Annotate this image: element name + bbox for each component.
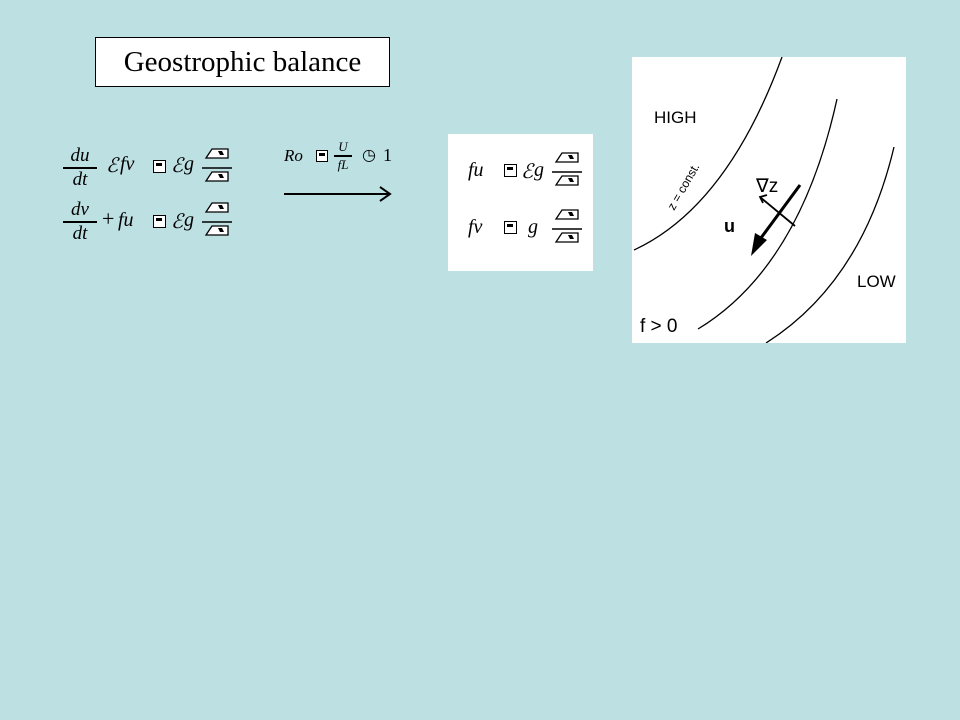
minus-glyph-icon: ℰ: [521, 161, 534, 183]
fl-denominator: fL: [337, 156, 349, 172]
fraction-bar: [334, 155, 352, 157]
fv-lhs: fv: [468, 216, 483, 238]
g-term: g: [184, 209, 194, 231]
velocity-label: u: [724, 216, 735, 236]
equals-glyph-icon: [153, 160, 166, 173]
g-rhs: g: [528, 216, 538, 238]
g-rhs: g: [534, 159, 544, 181]
plus-glyph-icon: +: [102, 206, 115, 231]
isobar-contour: [633, 56, 783, 251]
minus-glyph-icon: ℰ: [171, 211, 184, 233]
coriolis-label: f > 0: [640, 316, 678, 337]
dt-denominator: dt: [72, 168, 88, 190]
du-dt-fraction: du dt: [63, 146, 97, 190]
gradient-arrow: [759, 196, 796, 227]
rossby-value: 1: [383, 145, 392, 165]
geostrophic-flow-diagram: HIGH LOW f > 0 z = const. ∇z u: [632, 56, 906, 344]
dv-numerator: dv: [71, 199, 89, 220]
isobar-contour: [697, 98, 838, 330]
low-label: LOW: [857, 272, 896, 291]
fraction-bar: [63, 221, 97, 223]
u-numerator: U: [338, 139, 348, 154]
equals-glyph-icon: [316, 150, 328, 162]
momentum-equations: du dt ℰ fv ℰ g dv dt + fu ℰ g: [60, 140, 260, 250]
partial-fraction-icon: [202, 146, 234, 190]
u-over-fl-fraction: U fL: [334, 140, 352, 172]
gradient-label: ∇z: [755, 176, 778, 197]
minus-glyph-icon: ℰ: [171, 155, 184, 177]
partial-fraction-icon: [552, 150, 584, 194]
high-label: HIGH: [654, 108, 697, 127]
du-numerator: du: [70, 145, 90, 166]
fv-term: fv: [120, 153, 135, 175]
much-less-than-glyph-icon: ◷: [362, 147, 376, 164]
fraction-bar: [63, 167, 97, 169]
rossby-symbol: Ro: [284, 146, 303, 165]
velocity-arrow: [756, 184, 802, 243]
gradient-arrowhead-icon: [758, 194, 768, 204]
geostrophic-equations: fu ℰ g fv g: [448, 134, 593, 271]
equals-glyph-icon: [504, 164, 517, 177]
isobar-contour: [765, 146, 895, 344]
rossby-condition: Ro U fL ◷ 1: [278, 138, 403, 208]
equals-glyph-icon: [153, 215, 166, 228]
fu-term: fu: [118, 209, 134, 231]
partial-fraction-icon: [552, 207, 584, 251]
minus-glyph-icon: ℰ: [106, 155, 119, 177]
right-arrow-icon: [284, 186, 392, 202]
g-term: g: [184, 153, 194, 175]
equals-glyph-icon: [504, 221, 517, 234]
fu-lhs: fu: [468, 159, 484, 181]
partial-fraction-icon: [202, 200, 234, 244]
dt-denominator: dt: [72, 222, 88, 244]
slide-title-text: Geostrophic balance: [123, 45, 362, 78]
velocity-arrowhead-icon: [751, 233, 767, 256]
slide-title: Geostrophic balance: [95, 37, 390, 87]
dv-dt-fraction: dv dt: [63, 200, 97, 244]
